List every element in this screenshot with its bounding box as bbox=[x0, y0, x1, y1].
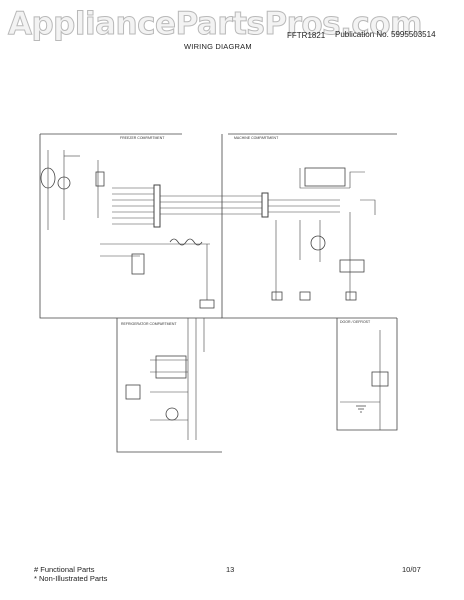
refrigerator-compartment-label: REFRIGERATOR COMPARTMENT bbox=[121, 322, 177, 326]
freezer-compartment-label: FREEZER COMPARTMENT bbox=[120, 136, 165, 140]
freezer-compartment-boundary bbox=[39, 134, 222, 319]
machine-compartment-boundary bbox=[221, 134, 397, 319]
start-relay bbox=[299, 291, 311, 301]
run-capacitor bbox=[345, 291, 357, 301]
machine-wiring bbox=[268, 168, 376, 300]
refrigerator-light-switch bbox=[155, 355, 187, 379]
condenser-fan bbox=[339, 259, 365, 273]
defrost-compartment-label: DOOR / DEFROST bbox=[340, 320, 371, 324]
defrost-compartment-boundary bbox=[336, 318, 398, 431]
defrost-timer bbox=[131, 253, 145, 275]
revision-date: 10/07 bbox=[402, 565, 421, 574]
compressor-symbol bbox=[310, 235, 326, 251]
cross-harness bbox=[160, 195, 262, 215]
refrigerator-wiring bbox=[150, 318, 205, 440]
outlet-box bbox=[371, 371, 389, 387]
page-title: WIRING DIAGRAM bbox=[184, 42, 252, 51]
refrigerator-compartment-boundary bbox=[116, 318, 222, 453]
legend-functional-parts: # Functional Parts bbox=[34, 565, 95, 574]
freezer-connector bbox=[153, 184, 161, 228]
light-socket bbox=[57, 176, 71, 190]
freezer-left-wiring bbox=[47, 150, 99, 230]
refrigerator-light bbox=[165, 407, 179, 421]
evaporator-fan bbox=[40, 167, 56, 189]
page-number: 13 bbox=[226, 565, 235, 574]
overload bbox=[271, 291, 283, 301]
publication-number: Publication No. 5995503514 bbox=[335, 30, 436, 39]
freezer-light-switch bbox=[95, 171, 105, 187]
cold-control bbox=[125, 384, 141, 400]
watermark-logo: AppliancePartsPros.com bbox=[8, 6, 423, 43]
freezer-harness bbox=[112, 187, 154, 225]
ground-symbol bbox=[356, 405, 366, 413]
compressor-relay bbox=[304, 167, 346, 187]
machine-compartment-label: MACHINE COMPARTMENT bbox=[234, 136, 279, 140]
defrost-heater bbox=[169, 238, 203, 246]
model-number: FFTR1821 bbox=[287, 31, 326, 40]
machine-connector bbox=[261, 192, 269, 218]
legend-non-illustrated: * Non-Illustrated Parts bbox=[34, 574, 108, 583]
